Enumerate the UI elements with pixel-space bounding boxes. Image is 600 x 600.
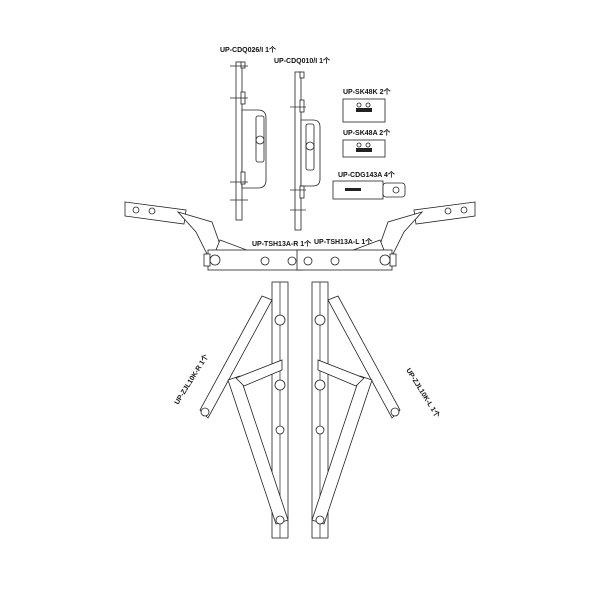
label-cdg143a: UP-CDG143A 4个 [338,170,396,179]
friction-stay-zjl10k-r [199,281,289,539]
espagnolette-cdq010 [290,71,321,231]
espagnolette-cdq026 [230,61,267,221]
hinge-tsh13a-r [124,201,304,271]
label-tsh13a-r: UP-TSH13A-R 1个 [252,239,312,248]
label-tsh13a-l: UP-TSH13A-L 1个 [314,237,373,246]
label-cdq026: UP-CDQ026/I 1个 [220,45,277,54]
keeper-cdg143a [332,180,406,200]
label-zjl10k-r: UP-ZJL10K-R 1个 [172,352,211,406]
hinge-tsh13a-l [296,201,476,271]
keeper-sk48a [342,139,386,158]
friction-stay-zjl10k-l [311,281,401,539]
keeper-sk48k [342,98,386,123]
label-sk48k: UP-SK48K 2个 [343,87,391,96]
label-zjl10k-l: UP-ZJL10K-L 1个 [404,366,442,420]
label-cdq010: UP-CDQ010/I 1个 [274,56,331,65]
label-sk48a: UP-SK48A 2个 [343,128,391,137]
